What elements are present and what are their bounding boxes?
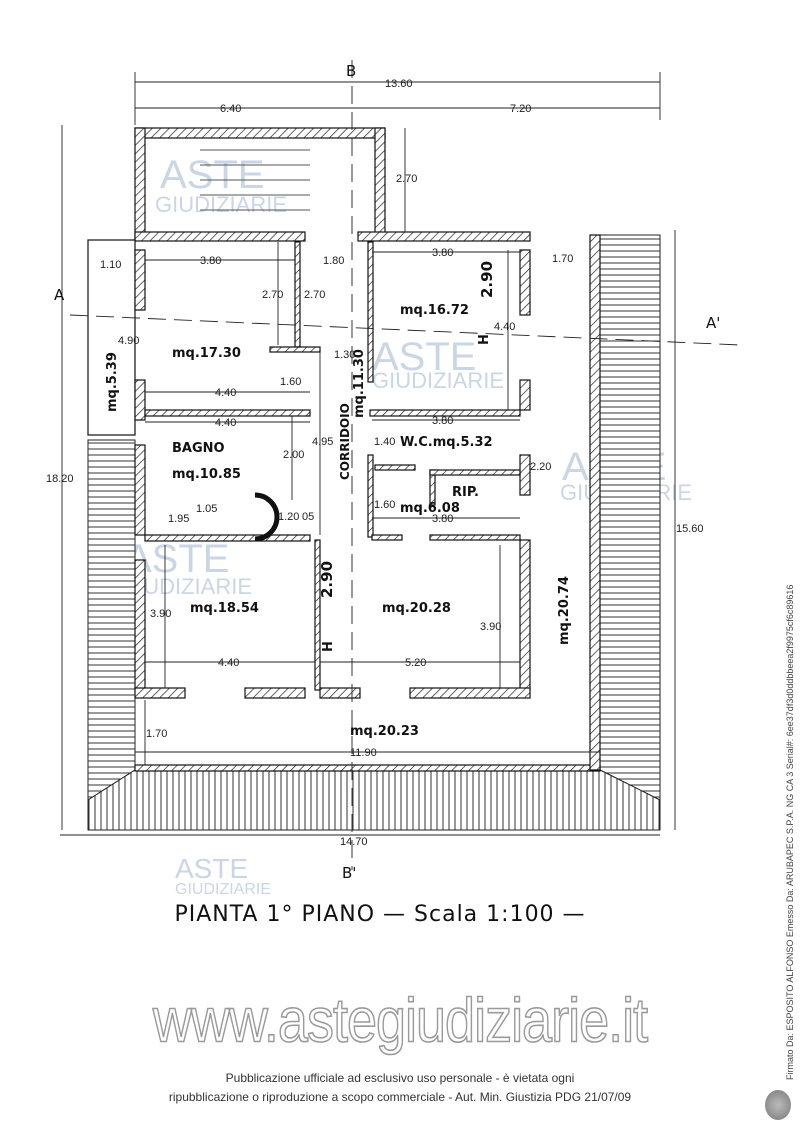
svg-text:5.20: 5.20	[405, 657, 426, 669]
svg-text:6.40: 6.40	[220, 103, 241, 115]
svg-text:mq.10.85: mq.10.85	[172, 467, 241, 482]
svg-text:1.30: 1.30	[334, 349, 355, 361]
svg-text:1.70: 1.70	[146, 728, 167, 740]
svg-text:1.60: 1.60	[280, 376, 301, 388]
svg-text:2.00: 2.00	[283, 449, 304, 461]
svg-text:2.20: 2.20	[530, 461, 551, 473]
svg-text:3.90: 3.90	[150, 608, 171, 620]
svg-text:2.70: 2.70	[262, 289, 283, 301]
walls	[87, 127, 601, 772]
svg-text:3.80: 3.80	[432, 247, 453, 259]
svg-text:4.40: 4.40	[215, 417, 236, 429]
exterior-terrace	[87, 234, 661, 831]
seal-icon	[765, 1090, 791, 1120]
svg-text:mq.18.54: mq.18.54	[190, 601, 259, 616]
svg-text:15.60: 15.60	[676, 523, 704, 535]
drawing-title: PIANTA 1° PIANO — Scala 1:100 —	[174, 902, 586, 927]
room-labels: mq.17.30 mq.16.72 mq.5.39 CORRIDOIO mq.1…	[105, 303, 572, 739]
svg-text:1.60: 1.60	[374, 499, 395, 511]
footer-line-2: ripubblicazione o riproduzione a scopo c…	[168, 1090, 632, 1104]
svg-text:4.40: 4.40	[215, 387, 236, 399]
svg-text:3.80: 3.80	[432, 513, 453, 525]
svg-text:B': B'	[342, 864, 356, 882]
svg-text:1.10: 1.10	[100, 259, 121, 271]
svg-text:7.20: 7.20	[510, 103, 531, 115]
svg-text:1.80: 1.80	[323, 255, 344, 267]
svg-text:ASTE: ASTE	[175, 853, 248, 884]
svg-text:1.70: 1.70	[552, 253, 573, 265]
section-marks: B B' A A'	[54, 62, 720, 882]
svg-text:3.80: 3.80	[200, 255, 221, 267]
digital-signature: Firmato Da: ESPOSITO ALFONSO Emesso Da: …	[785, 584, 795, 1080]
svg-text:ASTE: ASTE	[372, 335, 476, 379]
svg-text:13.60: 13.60	[385, 78, 413, 90]
svg-text:2.70: 2.70	[304, 289, 325, 301]
svg-text:CORRIDOIO: CORRIDOIO	[338, 403, 352, 480]
svg-text:11.90: 11.90	[350, 747, 377, 759]
svg-text:2.70: 2.70	[396, 173, 417, 185]
svg-text:mq.6.08: mq.6.08	[400, 501, 460, 516]
svg-text:05: 05	[302, 511, 314, 523]
svg-text:mq.20.23: mq.20.23	[350, 724, 419, 739]
svg-text:3.90: 3.90	[480, 621, 501, 633]
svg-text:18.20: 18.20	[46, 473, 74, 485]
svg-text:4.40: 4.40	[494, 321, 515, 333]
svg-text:RIP.: RIP.	[452, 485, 479, 500]
svg-text:mq.20.74: mq.20.74	[557, 576, 572, 645]
svg-text:mq.20.28: mq.20.28	[382, 601, 451, 616]
stairs	[200, 149, 310, 211]
svg-text:GIUDIZIARIE: GIUDIZIARIE	[175, 881, 271, 898]
svg-text:H: H	[321, 641, 336, 652]
dimension-labels: 13.60 6.40 7.20 2.70 3.80 1.80 3.80 1.10…	[46, 78, 704, 848]
svg-text:mq.11.30: mq.11.30	[352, 349, 367, 418]
svg-text:1.20: 1.20	[278, 511, 299, 523]
svg-text:4.40: 4.40	[218, 657, 239, 669]
svg-text:GIUDIZIARIE: GIUDIZIARIE	[372, 368, 504, 393]
website-watermark: www.astegiudiziarie.it	[152, 986, 649, 1057]
dimension-lines	[60, 60, 741, 870]
svg-text:B: B	[346, 62, 356, 80]
svg-text:1.95: 1.95	[168, 513, 189, 525]
svg-text:mq.17.30: mq.17.30	[172, 346, 241, 361]
svg-text:W.C.mq.5.32: W.C.mq.5.32	[400, 435, 493, 450]
footer-line-1: Pubblicazione ufficiale ad esclusivo uso…	[225, 1071, 575, 1085]
svg-text:GIUDIZIARIE: GIUDIZIARIE	[155, 192, 287, 217]
svg-text:mq.5.39: mq.5.39	[105, 352, 120, 412]
svg-text:2.90: 2.90	[318, 561, 336, 598]
svg-text:A': A'	[706, 314, 720, 332]
svg-text:4.90: 4.90	[118, 335, 139, 347]
svg-text:mq.16.72: mq.16.72	[400, 303, 469, 318]
svg-text:4.95: 4.95	[312, 436, 333, 448]
svg-text:1.05: 1.05	[196, 503, 217, 515]
svg-text:14.70: 14.70	[340, 836, 368, 848]
svg-text:ASTE: ASTE	[160, 153, 264, 197]
svg-text:3.80: 3.80	[432, 415, 453, 427]
svg-text:BAGNO: BAGNO	[172, 441, 225, 456]
svg-text:1.40: 1.40	[374, 436, 395, 448]
svg-text:H: H	[477, 334, 492, 345]
svg-text:2.90: 2.90	[478, 261, 496, 298]
svg-text:A: A	[54, 286, 65, 304]
